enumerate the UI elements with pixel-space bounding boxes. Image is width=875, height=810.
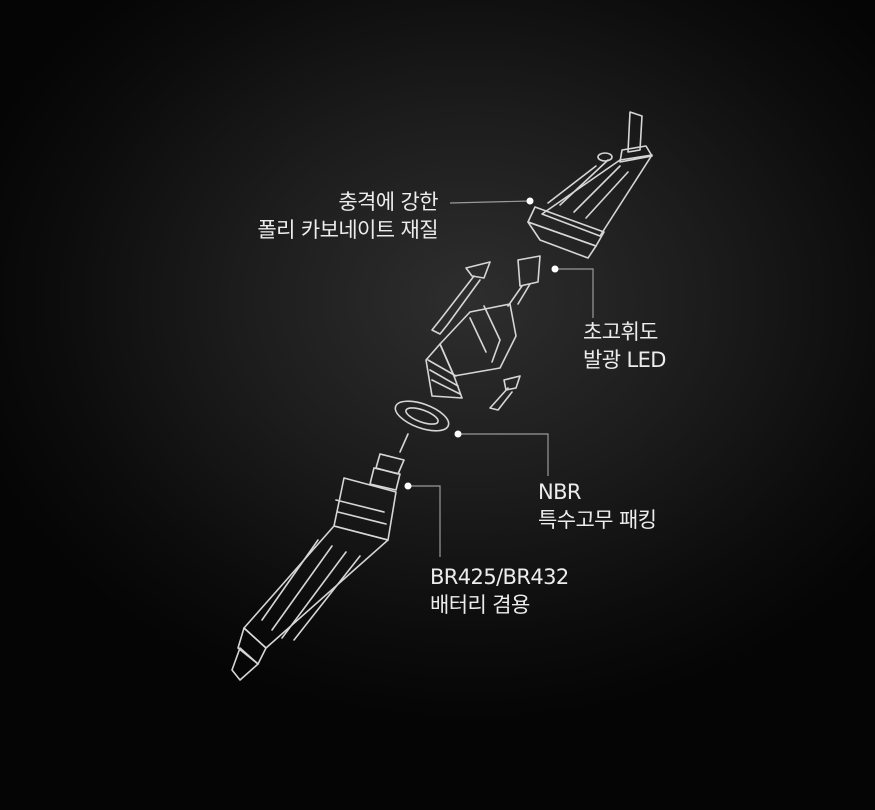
- led-component: [507, 255, 541, 307]
- nbr-packing-ring: [394, 400, 450, 432]
- callout-housing-line-1: 충격에 강한: [338, 190, 438, 214]
- callout-led: 초고휘도 발광 LED: [583, 318, 666, 374]
- callout-battery: BR425/BR432 배터리 겸용: [430, 563, 569, 619]
- callout-packing-line-1: NBR: [538, 480, 582, 504]
- callout-packing-line-2: 특수고무 패킹: [538, 508, 657, 532]
- callout-battery-line-2: 배터리 겸용: [430, 593, 530, 617]
- callout-packing: NBR 특수고무 패킹: [538, 478, 657, 534]
- leader-dots: [404, 197, 559, 490]
- callout-led-line-1: 초고휘도: [583, 320, 658, 344]
- leader-lines: [408, 200, 594, 557]
- callout-led-line-2: 발광 LED: [583, 348, 666, 372]
- callout-housing-line-2: 폴리 카보네이트 재질: [257, 218, 438, 242]
- pin: [399, 433, 409, 453]
- right-contact: [489, 375, 521, 411]
- threaded-body: [425, 303, 517, 399]
- top-housing: [527, 111, 653, 259]
- bottom-housing: [231, 453, 405, 681]
- callout-battery-line-1: BR425/BR432: [430, 565, 569, 589]
- callout-housing: 충격에 강한 폴리 카보네이트 재질: [257, 188, 438, 244]
- left-contact: [431, 261, 491, 335]
